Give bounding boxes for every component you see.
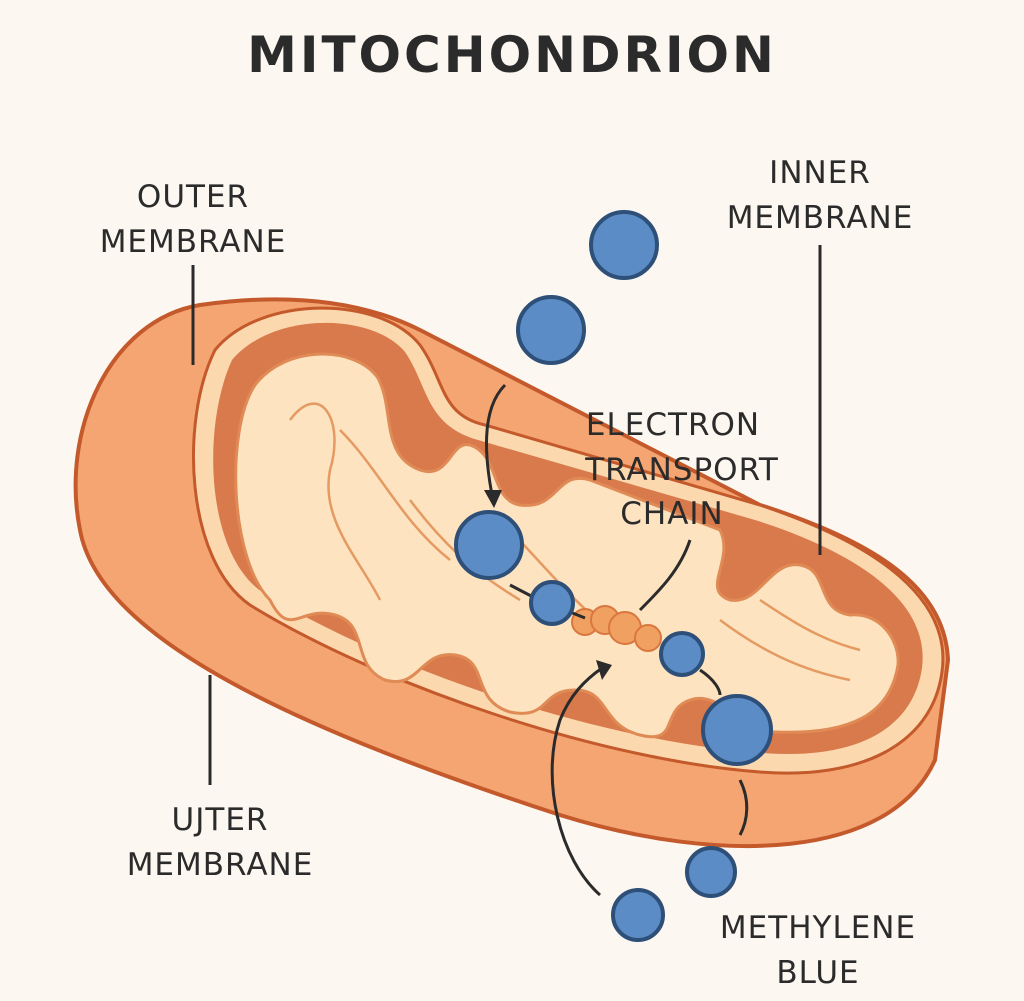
outer-membrane-label-line1: OUTER xyxy=(137,179,249,215)
etc-label-line3: CHAIN xyxy=(620,496,724,532)
connectors xyxy=(191,245,822,897)
diagram-title: MITOCHONDRION xyxy=(247,26,777,84)
inner-membrane-label-line2: MEMBRANE xyxy=(727,200,914,236)
arrowhead-icon xyxy=(484,490,502,508)
matrix xyxy=(234,352,900,739)
electron-transport-chain xyxy=(571,605,662,652)
methylene-blue-label-line2: BLUE xyxy=(776,955,859,991)
methylene-blue-molecule xyxy=(659,631,705,677)
arrow-up xyxy=(550,666,603,897)
methylene-blue-molecule xyxy=(516,295,586,365)
methylene-blue-molecule xyxy=(685,846,737,898)
etc-pointer xyxy=(638,539,692,612)
arrowhead-icon xyxy=(596,660,612,680)
outer-membrane-bottom-label-line2: MEMBRANE xyxy=(127,847,314,883)
methylene-blue-molecule xyxy=(454,510,524,580)
inner-membrane-label-line1: INNER xyxy=(769,155,871,191)
methylene-blue-molecules xyxy=(454,210,773,942)
methylene-blue-molecule xyxy=(529,580,575,626)
labels: OUTER MEMBRANE INNER MEMBRANE ELECTRON T… xyxy=(100,155,916,991)
etc-complex xyxy=(634,624,662,652)
mitochondrion xyxy=(73,297,951,849)
methylene-blue-molecule xyxy=(589,210,659,280)
arrow-down xyxy=(485,383,507,501)
outer-membrane-label-line2: MEMBRANE xyxy=(100,224,287,260)
chain-link xyxy=(738,779,749,836)
methylene-blue-molecule xyxy=(701,694,773,766)
chain-link xyxy=(699,668,722,696)
etc-label-line1: ELECTRON xyxy=(586,407,760,443)
outer-membrane-bottom-label-line1: UJTER xyxy=(172,802,269,838)
methylene-blue-label-line1: METHYLENE xyxy=(720,910,916,946)
etc-label-line2: TRANSPORT xyxy=(584,452,779,488)
methylene-blue-molecule xyxy=(611,888,665,942)
